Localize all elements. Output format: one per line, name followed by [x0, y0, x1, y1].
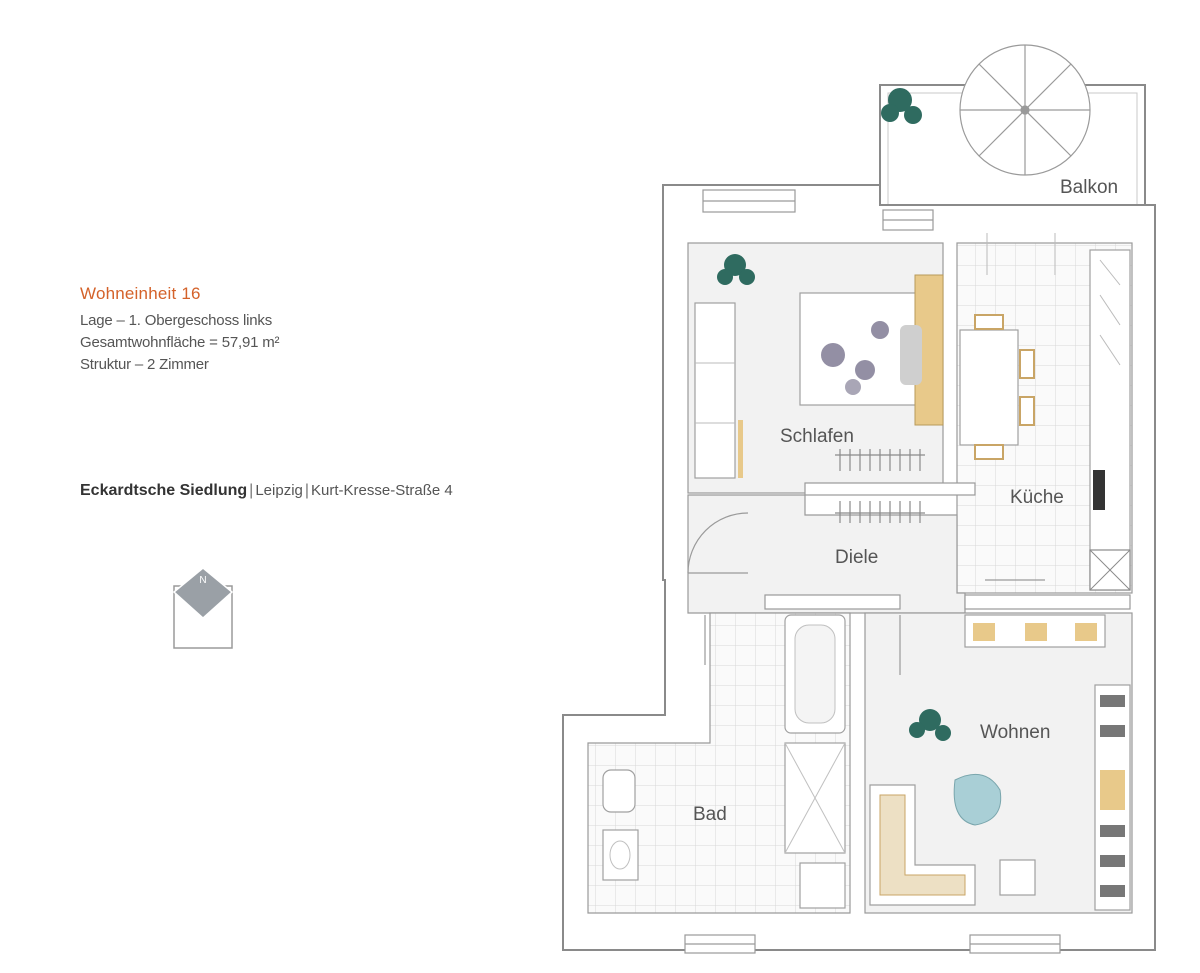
partition-wall — [804, 482, 976, 496]
plant-icon — [909, 709, 951, 741]
settlement-name: Eckardtsche Siedlung — [80, 482, 248, 499]
pillow — [900, 325, 922, 385]
room-label-schlafen: Schlafen — [780, 426, 854, 447]
unit-area: Gesamtwohnfläche = 57,91 m² — [80, 334, 280, 351]
kitchen-furniture — [959, 233, 1131, 591]
clothes-rail — [835, 449, 925, 523]
room-label-bad: Bad — [693, 804, 727, 825]
side-table — [999, 859, 1036, 896]
city-name: Leipzig — [255, 482, 303, 499]
sink — [602, 829, 639, 881]
separator: | — [304, 482, 310, 499]
bed-pattern — [821, 343, 845, 367]
compass-needle — [172, 567, 234, 620]
kitchen-counter — [1089, 249, 1131, 591]
chair — [974, 314, 1004, 330]
room-label-kueche: Küche — [1010, 487, 1064, 508]
plant-icon — [881, 88, 922, 124]
compass-label: N — [199, 575, 206, 586]
stove — [1093, 470, 1105, 510]
dining-table — [959, 329, 1019, 446]
north-arrow-icon: N — [172, 567, 234, 649]
unit-structure: Struktur – 2 Zimmer — [80, 356, 209, 373]
toilet — [602, 769, 636, 813]
unit-info: Wohneinheit 16 Lage – 1. Obergeschoss li… — [80, 284, 580, 376]
bedroom-furniture — [694, 274, 976, 523]
address-line: Eckardtsche Siedlung|Leipzig|Kurt-Kresse… — [80, 482, 453, 500]
parasol-icon — [959, 44, 1091, 176]
street-name: Kurt-Kresse-Straße 4 — [311, 482, 453, 499]
room-label-diele: Diele — [835, 547, 878, 568]
washing-machine — [799, 862, 846, 909]
wardrobe — [694, 302, 736, 479]
chair — [974, 444, 1004, 460]
unit-location: Lage – 1. Obergeschoss links — [80, 312, 273, 329]
separator: | — [249, 482, 254, 499]
chair — [1019, 396, 1035, 426]
bath-furniture — [602, 614, 846, 909]
floor-plan: Balkon Schlafen Küche Diele Wohnen Bad — [562, 44, 1156, 954]
doors — [687, 512, 1131, 675]
room-label-wohnen: Wohnen — [980, 722, 1050, 743]
windows — [684, 189, 1061, 954]
plant-icon — [717, 254, 755, 285]
unit-title: Wohneinheit 16 — [80, 284, 201, 303]
living-furniture — [869, 614, 1131, 911]
coffee-table — [953, 773, 1002, 826]
chair — [1019, 349, 1035, 379]
room-label-balkon: Balkon — [1060, 177, 1118, 198]
